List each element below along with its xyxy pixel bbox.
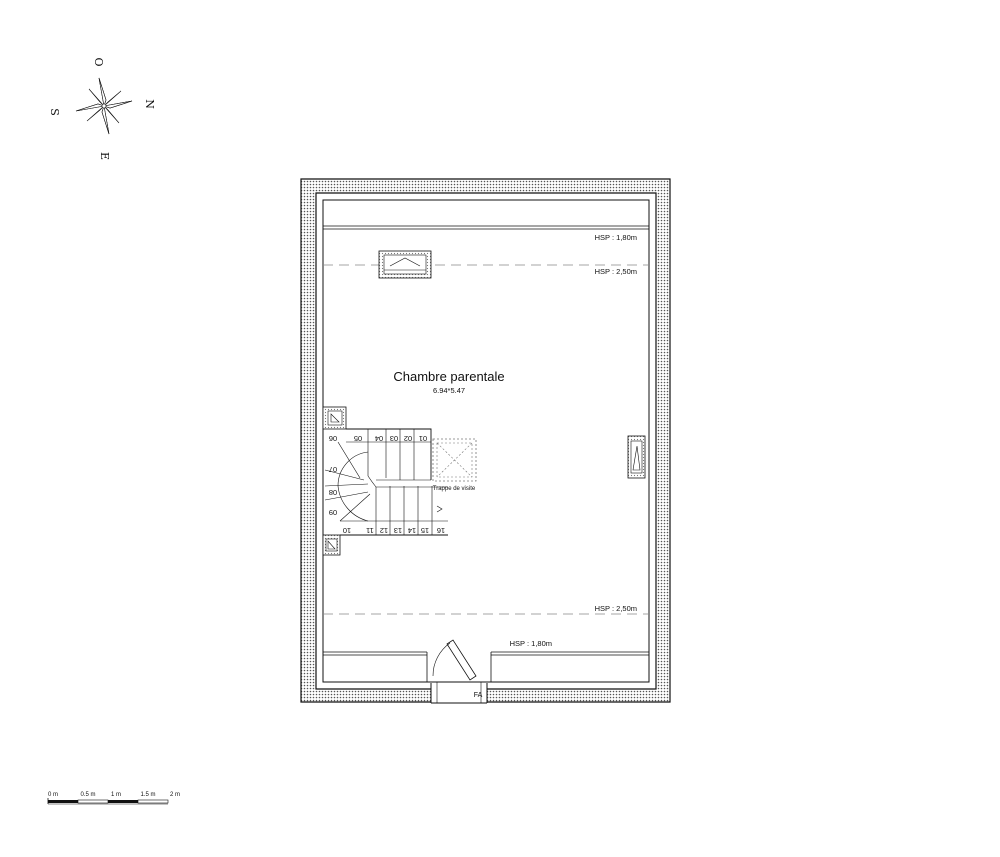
bottom-low-ceiling-band bbox=[323, 651, 649, 682]
stair-step-number: 05 bbox=[354, 434, 362, 443]
staircase bbox=[322, 406, 448, 556]
scale-label: 0 m bbox=[48, 792, 58, 798]
access-hatch: Trappe de visite bbox=[432, 438, 477, 492]
scale-bar: 0 m 0.5 m 1 m 1.5 m 2 m bbox=[47, 792, 180, 805]
room-dimensions: 6.94*5.47 bbox=[433, 386, 465, 395]
hsp-top-high-label: HSP : 2,50m bbox=[595, 267, 637, 276]
ceiling-height-dashed-lines bbox=[323, 264, 649, 615]
room-name: Chambre parentale bbox=[393, 369, 504, 384]
compass-rose: O N E S bbox=[48, 57, 156, 160]
stair-step-number: 12 bbox=[380, 526, 388, 535]
stair-step-number: 16 bbox=[437, 526, 445, 535]
scale-label: 0.5 m bbox=[80, 792, 95, 798]
entrance-door: FA bbox=[430, 639, 488, 704]
stair-step-number: 11 bbox=[366, 526, 374, 535]
stair-step-number: 03 bbox=[390, 434, 398, 443]
compass-north-label: N bbox=[143, 99, 156, 109]
scale-label: 2 m bbox=[170, 792, 180, 798]
scale-label: 1.5 m bbox=[140, 792, 155, 798]
stair-step-number: 13 bbox=[394, 526, 402, 535]
stair-step-number: 07 bbox=[329, 465, 337, 474]
door-label: FA bbox=[474, 692, 483, 699]
stair-step-number: 06 bbox=[329, 434, 337, 443]
hatch-label: Trappe de visite bbox=[433, 486, 476, 492]
stair-step-number: 01 bbox=[419, 434, 427, 443]
compass-south-label: S bbox=[48, 108, 61, 116]
stair-step-number: 04 bbox=[375, 434, 383, 443]
stair-step-number: 08 bbox=[329, 488, 337, 497]
compass-east-label: E bbox=[98, 152, 111, 160]
hsp-bottom-low-label: HSP : 1,80m bbox=[510, 639, 552, 648]
stair-step-numbers: 06 05 04 03 02 01 07 08 09 10 11 12 13 1… bbox=[329, 434, 445, 535]
roof-window-top bbox=[378, 250, 432, 279]
scale-label: 1 m bbox=[111, 792, 121, 798]
stair-step-number: 15 bbox=[421, 526, 429, 535]
hsp-top-low-label: HSP : 1,80m bbox=[595, 233, 637, 242]
compass-west-label: O bbox=[92, 57, 105, 66]
roof-window-right bbox=[627, 435, 646, 479]
stair-step-number: 02 bbox=[404, 434, 412, 443]
hsp-bottom-high-label: HSP : 2,50m bbox=[595, 604, 637, 613]
top-low-ceiling-band bbox=[323, 225, 649, 230]
stair-step-number: 10 bbox=[343, 526, 351, 535]
compass-star-icon bbox=[75, 77, 133, 135]
stair-step-number: 09 bbox=[329, 508, 337, 517]
stair-step-number: 14 bbox=[408, 526, 416, 535]
